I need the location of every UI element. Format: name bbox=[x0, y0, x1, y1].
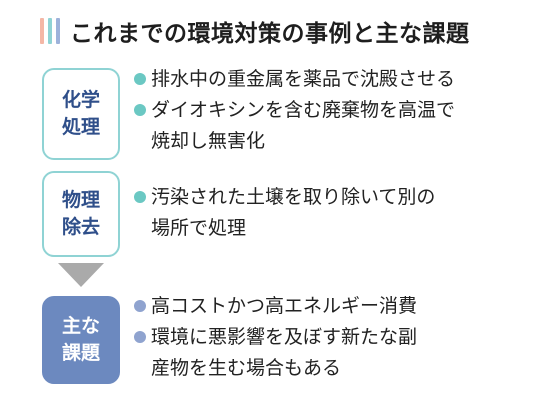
list-item: 汚染された土壌を取り除いて別の 場所で処理 bbox=[134, 182, 530, 244]
tag-line: 処理 bbox=[61, 116, 100, 138]
bullet-icon bbox=[134, 73, 146, 85]
main-issues-list: 高コストかつ高エネルギー消費 環境に悪影響を及ぼす新たな副 産物を生む場合もある bbox=[134, 291, 530, 384]
bullet-icon bbox=[134, 191, 146, 203]
tag-line: 除去 bbox=[61, 216, 100, 238]
item-text-line: 高コストかつ高エネルギー消費 bbox=[151, 295, 418, 317]
tag-line: 課題 bbox=[61, 342, 100, 364]
bullet-icon bbox=[134, 104, 146, 116]
item-text-line: 排水中の重金属を薬品で沈殿させる bbox=[151, 68, 456, 90]
list-item: 高コストかつ高エネルギー消費 bbox=[134, 291, 530, 322]
title-bar-teal bbox=[48, 18, 52, 44]
title-bar-blue bbox=[56, 18, 60, 44]
tag-line: 主な bbox=[61, 315, 100, 337]
item-text-line: 環境に悪影響を及ぼす新たな副 bbox=[151, 326, 418, 348]
chemical-treatment-list: 排水中の重金属を薬品で沈殿させる ダイオキシンを含む廃棄物を高温で 焼却し無害化 bbox=[134, 64, 530, 157]
item-text-line: 焼却し無害化 bbox=[151, 130, 266, 152]
item-text-line: 産物を生む場合もある bbox=[151, 357, 342, 379]
tag-main-issues: 主な 課題 bbox=[42, 296, 120, 384]
tag-physical-removal: 物理 除去 bbox=[42, 171, 120, 257]
bullet-icon bbox=[134, 300, 146, 312]
item-text-line: 場所で処理 bbox=[151, 217, 247, 239]
list-item: 排水中の重金属を薬品で沈殿させる bbox=[134, 64, 530, 95]
item-text-line: 汚染された土壌を取り除いて別の bbox=[151, 186, 436, 208]
tag-chemical-treatment: 化学 処理 bbox=[42, 68, 120, 160]
physical-removal-list: 汚染された土壌を取り除いて別の 場所で処理 bbox=[134, 182, 530, 244]
title-accent-bars bbox=[40, 18, 60, 44]
item-text-line: ダイオキシンを含む廃棄物を高温で bbox=[151, 99, 456, 121]
tag-line: 化学 bbox=[61, 89, 100, 111]
down-arrow-icon bbox=[58, 263, 104, 287]
title-bar-salmon bbox=[40, 18, 44, 44]
list-item: 環境に悪影響を及ぼす新たな副 産物を生む場合もある bbox=[134, 322, 530, 384]
bullet-icon bbox=[134, 331, 146, 343]
tag-line: 物理 bbox=[61, 189, 100, 211]
list-item: ダイオキシンを含む廃棄物を高温で 焼却し無害化 bbox=[134, 95, 530, 157]
page-title: これまでの環境対策の事例と主な課題 bbox=[70, 21, 470, 47]
